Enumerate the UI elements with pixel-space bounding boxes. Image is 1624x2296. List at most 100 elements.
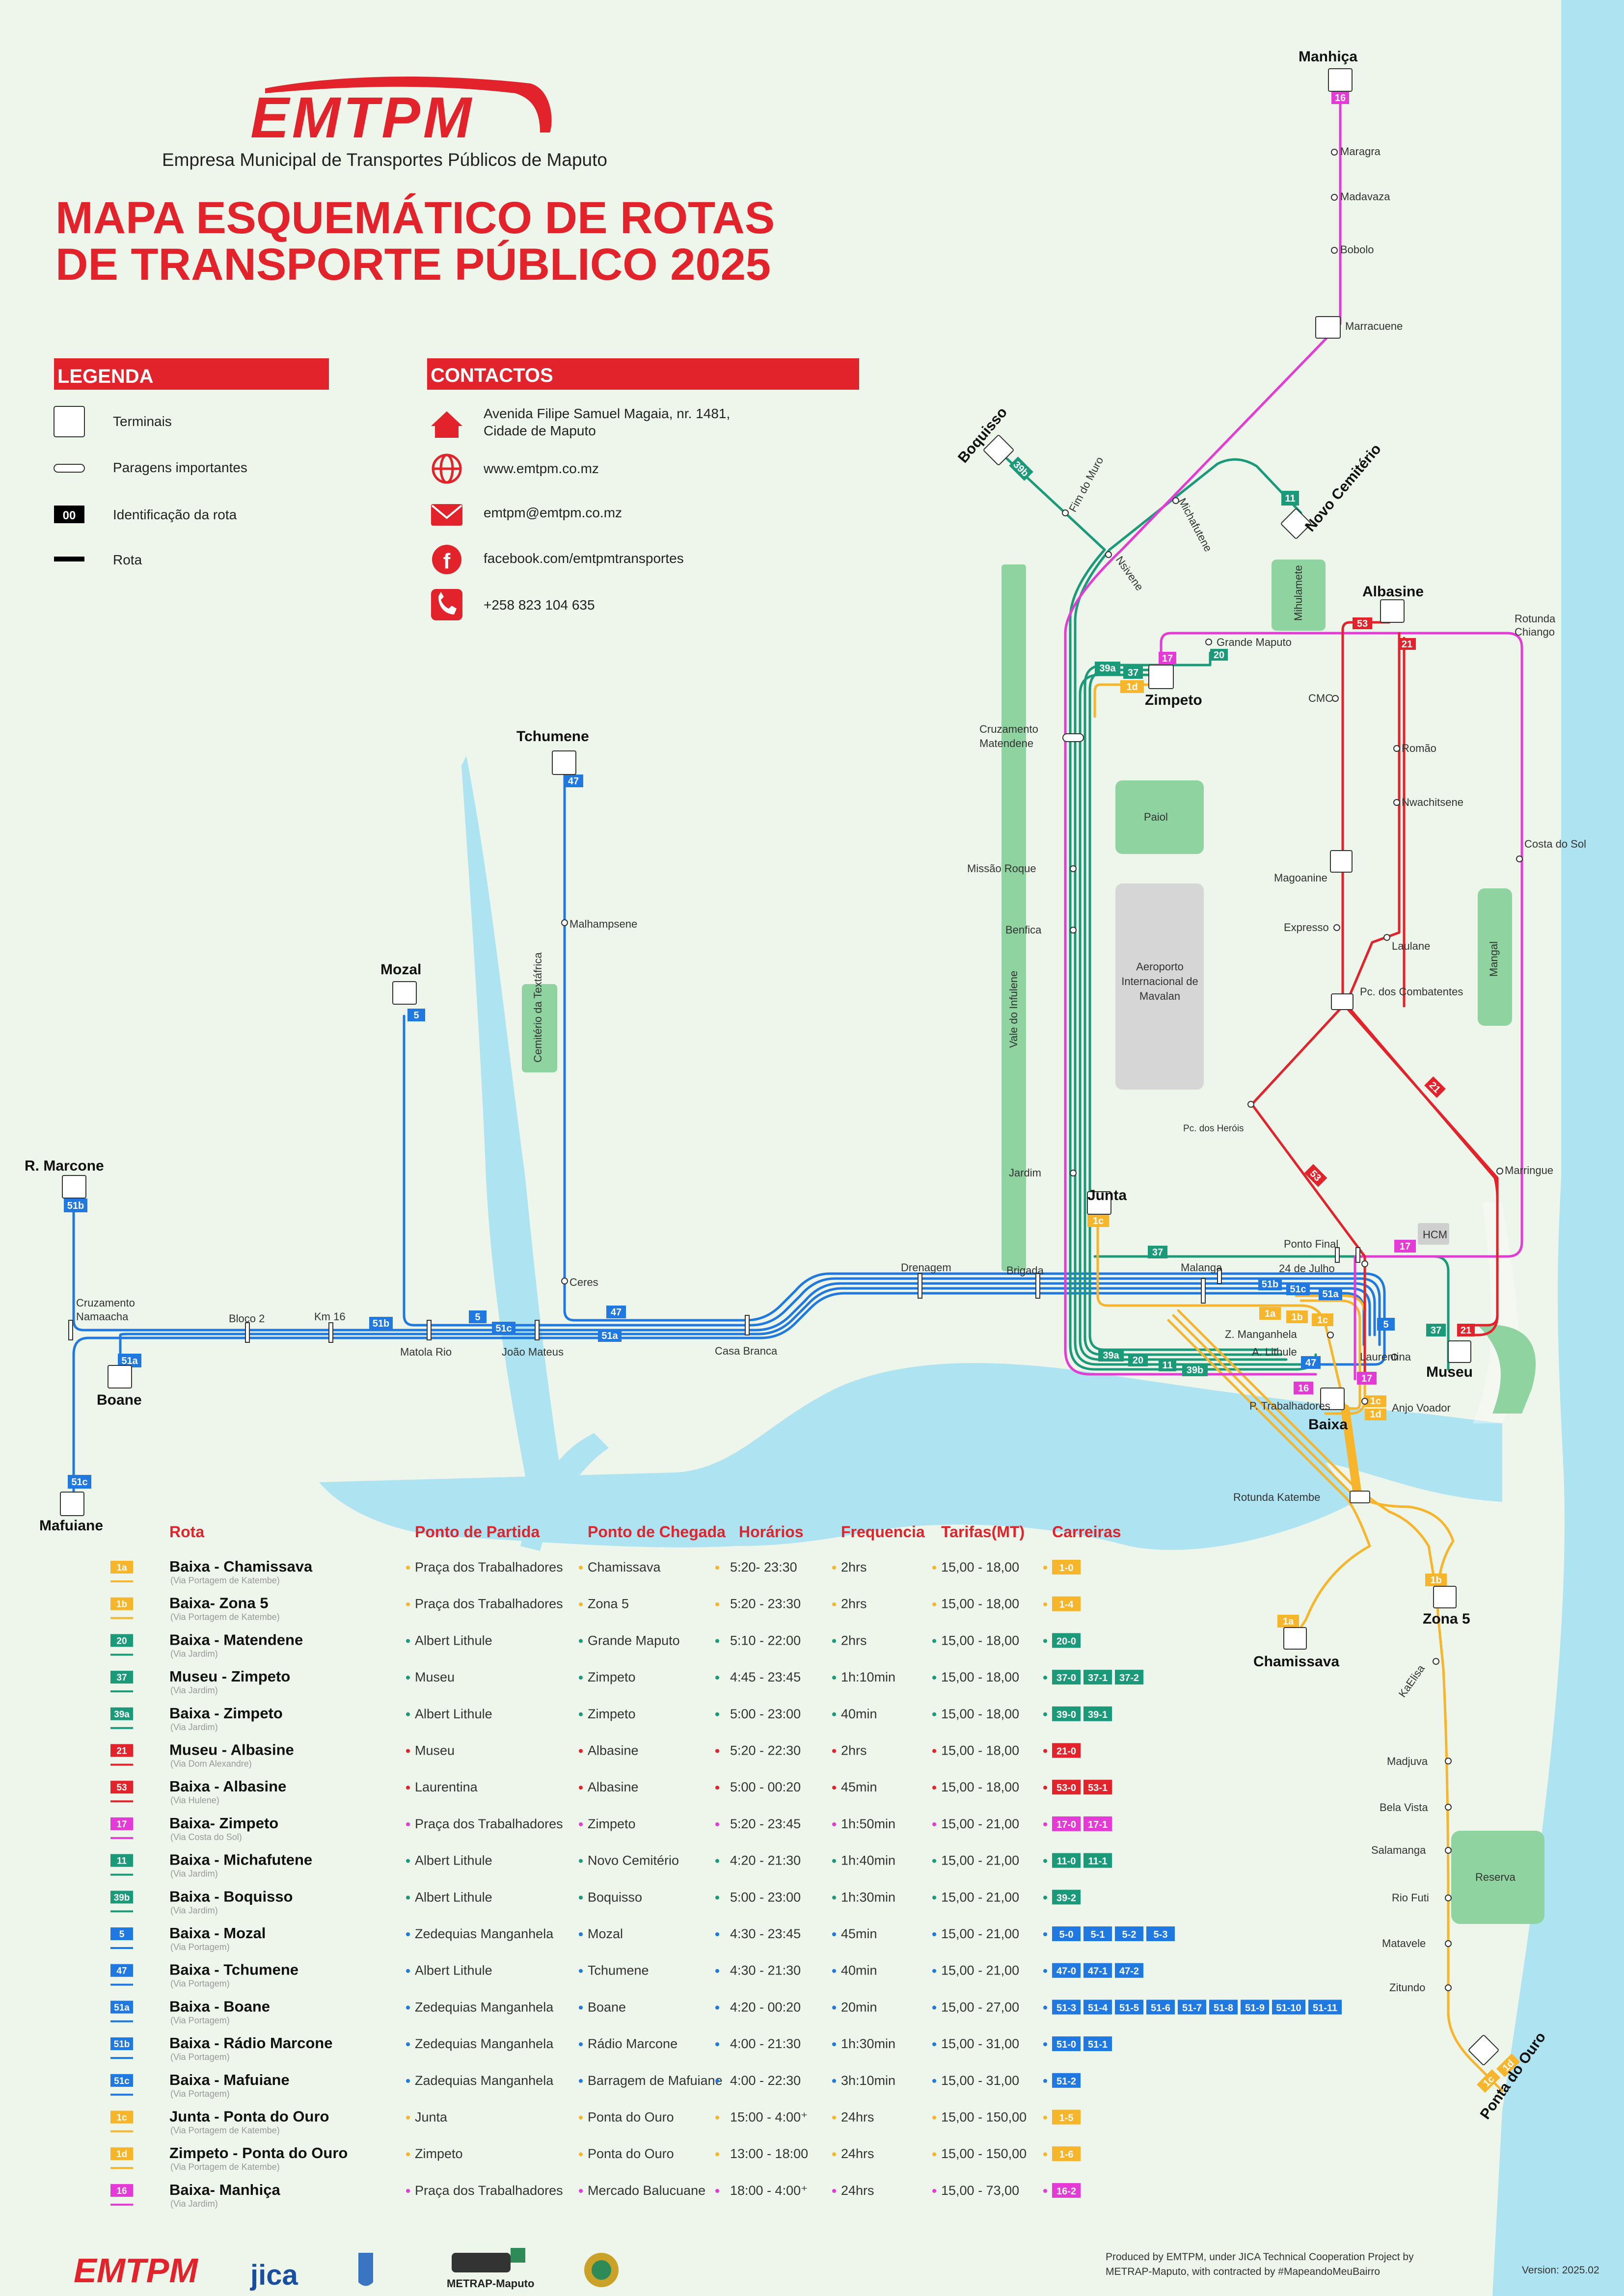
route-name: Baixa - Mafuiane <box>169 2071 290 2088</box>
badge-47-baixa: 47 <box>1301 1356 1321 1369</box>
badge-51c-malanga: 51c <box>1286 1282 1310 1295</box>
route-from: Albert Lithule <box>415 1963 492 1978</box>
run-label: 17-1 <box>1088 1819 1108 1830</box>
route-fare: 15,00 - 18,00 <box>941 1780 1019 1794</box>
route-badge <box>110 2037 133 2051</box>
route-freq: 20min <box>841 2000 877 2014</box>
route-code: 21 <box>116 1746 127 1757</box>
route-37-line <box>1079 673 1288 1361</box>
route-via: (Via Jardim) <box>170 1649 218 1658</box>
svg-text:47: 47 <box>611 1307 622 1318</box>
route-code: 51b <box>114 2039 130 2050</box>
run-badge <box>1083 1816 1112 1831</box>
col-partida: Ponto de Partida <box>415 1523 540 1541</box>
area-vale-do-infulene <box>1001 564 1026 1271</box>
area-mihulamete <box>1272 560 1326 631</box>
badge-51a-corridor: 51a <box>598 1329 622 1342</box>
route-badge <box>110 1817 133 1830</box>
bullet-icon <box>715 2152 719 2157</box>
route-badge <box>110 2074 133 2087</box>
route-to: Novo Cemitério <box>588 1853 679 1868</box>
bullet-icon <box>932 1712 936 1716</box>
run-label: 53-0 <box>1056 1783 1076 1793</box>
badge-5-east: 5 <box>1377 1318 1395 1331</box>
route-code: 11 <box>117 1856 127 1867</box>
route-name: Museu - Albasine <box>169 1741 294 1759</box>
bullet-icon <box>1043 2189 1047 2193</box>
stop-bela-vista: Bela Vista <box>1380 1801 1428 1814</box>
run-badge <box>1272 2000 1305 2015</box>
bullet-icon <box>579 1749 583 1753</box>
bullet-icon <box>715 1602 719 1606</box>
area-hcm <box>1418 1223 1449 1245</box>
svg-text:39a: 39a <box>1103 1350 1119 1361</box>
bullet-icon <box>715 2189 719 2193</box>
svg-text:53: 53 <box>1357 618 1368 629</box>
bullet-icon <box>832 2079 836 2083</box>
run-badge <box>1178 2000 1206 2015</box>
route-11-line <box>1074 458 1302 1366</box>
route-badge <box>110 1891 133 1904</box>
legend-badge-icon <box>54 506 84 523</box>
svg-text:51a: 51a <box>121 1356 138 1366</box>
legend-item-stop: Paragens importantes <box>113 460 247 475</box>
run-badge <box>1052 2000 1081 2015</box>
run-badge <box>1052 1816 1081 1831</box>
run-badge <box>1052 1596 1081 1611</box>
badge-21-museu: 21 <box>1457 1324 1475 1336</box>
badge-51b-marcone: 51b <box>64 1199 87 1212</box>
run-label: 51-9 <box>1245 2002 1265 2013</box>
svg-text:1a: 1a <box>1283 1616 1294 1627</box>
label-paiol: Paiol <box>1144 811 1168 823</box>
run-label: 53-1 <box>1088 1783 1108 1793</box>
svg-text:21: 21 <box>1461 1325 1471 1336</box>
route-badge <box>110 1781 133 1794</box>
label-reserva: Reserva <box>1475 1871 1516 1883</box>
run-label: 39-0 <box>1056 1709 1076 1720</box>
svg-text:16: 16 <box>1335 93 1346 104</box>
run-badge <box>1115 2000 1143 2015</box>
bullet-icon <box>832 2152 836 2157</box>
area-cemeterio-textafrica <box>522 984 557 1072</box>
run-label: 21-0 <box>1056 1746 1076 1757</box>
route-from: Zedequias Manganhela <box>415 2000 554 2014</box>
route-freq: 1h:10min <box>841 1670 895 1684</box>
route-hours: 4:20 - 00:20 <box>730 2000 801 2014</box>
route-name: Baixa- Manhiça <box>169 2181 280 2198</box>
route-to: Grande Maputo <box>588 1633 680 1648</box>
legend: LEGENDA Terminais Paragens importantes 0… <box>54 358 329 567</box>
run-badge <box>1052 1670 1081 1685</box>
bullet-icon <box>832 1639 836 1643</box>
run-badge <box>1052 1706 1081 1721</box>
badge-1c-junta: 1c <box>1087 1214 1109 1227</box>
bullet-icon <box>1043 1639 1047 1643</box>
stop-bobolo: Bobolo <box>1340 243 1374 256</box>
bullet-icon <box>579 2189 583 2193</box>
svg-text:1d: 1d <box>1370 1409 1381 1420</box>
route-line-sample <box>110 1617 133 1619</box>
bullet-icon <box>932 2115 936 2120</box>
svg-text:16: 16 <box>1298 1383 1309 1394</box>
stop-cruzamento-matendene: Matendene <box>979 737 1033 749</box>
footer: EMTPM jica METRAP-Maputo Produced by EMT… <box>74 2248 1599 2291</box>
bullet-icon <box>579 1602 583 1606</box>
route-freq: 45min <box>841 1780 877 1794</box>
badge-1d-zimpeto: 1d <box>1120 680 1144 693</box>
route-fare: 15,00 - 18,00 <box>941 1633 1019 1648</box>
run-badge <box>1209 2000 1238 2015</box>
route-name: Baixa - Albasine <box>169 1778 286 1795</box>
stop-rotunda-chiango-1: Rotunda <box>1515 613 1556 625</box>
route-to: Boane <box>588 2000 626 2014</box>
route-from: Albert Lithule <box>415 1853 492 1868</box>
route-from: Museu <box>415 1670 455 1684</box>
bullet-icon <box>406 1859 410 1863</box>
run-label: 16-2 <box>1056 2186 1076 2197</box>
badge-47-corridor: 47 <box>606 1306 626 1318</box>
terminal-novo-cemiterio-box <box>1281 508 1311 539</box>
route-via: (Via Portagem) <box>170 2089 230 2099</box>
route-fare: 15,00 - 18,00 <box>941 1743 1019 1758</box>
badge-1b-zona5: 1b <box>1425 1574 1447 1586</box>
